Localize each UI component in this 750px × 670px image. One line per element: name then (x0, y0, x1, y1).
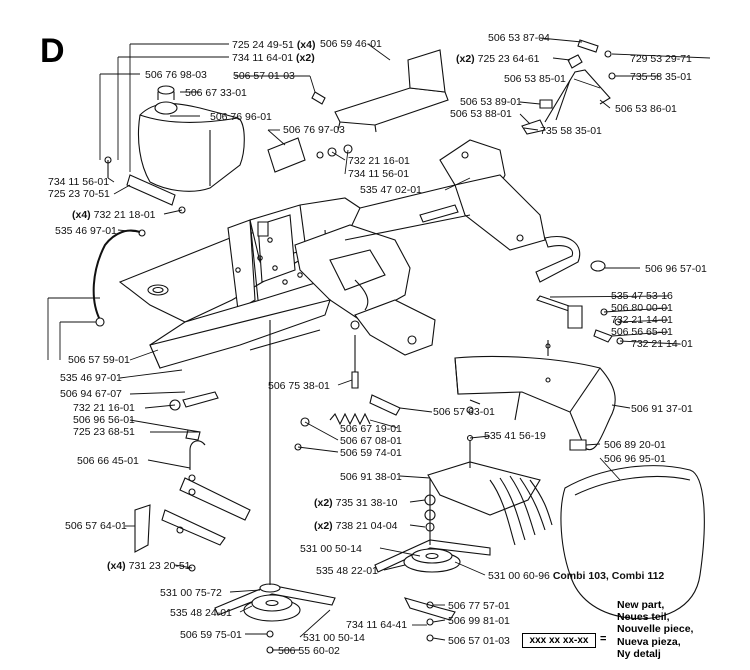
part-label: 506 59 74-01 (340, 447, 402, 459)
part-label: 506 66 45-01 (77, 455, 139, 467)
part-label: 506 56 65-01 (611, 326, 673, 338)
part-label: 535 46 97-01 (55, 225, 117, 237)
part-label: 531 00 50-14 (303, 632, 365, 644)
front-cover (455, 340, 615, 450)
part-label: 735 58 35-01 (630, 71, 692, 83)
mower-hanger (135, 392, 250, 571)
blade-assembly-center (375, 478, 490, 641)
side-cover (561, 440, 704, 619)
part-label: (x2) 735 31 38-10 (314, 497, 398, 509)
part-label: 506 67 08-01 (340, 435, 402, 447)
part-label: 506 77 57-01 (448, 600, 510, 612)
spring-linkage (295, 335, 473, 450)
part-label: (x4) 732 21 18-01 (72, 209, 156, 221)
part-label: 735 58 35-01 (540, 125, 602, 137)
part-label: 506 53 85-01 (504, 73, 566, 85)
part-label: 531 00 50-14 (300, 543, 362, 555)
part-label: 531 00 75-72 (160, 587, 222, 599)
belt-guard (428, 436, 552, 546)
part-label: 506 53 88-01 (450, 108, 512, 120)
leader-lines (48, 38, 710, 650)
legend-new-part-box: xxx xx xx-xx (522, 633, 596, 648)
part-label: 732 21 14-01 (611, 314, 673, 326)
part-label: 506 91 37-01 (631, 403, 693, 415)
part-label: 506 57 01-03 (233, 70, 295, 82)
bracket-parts-right (537, 296, 623, 344)
part-label: (x4) 731 23 20-51 (107, 560, 191, 572)
part-label: 535 48 22-01 (316, 565, 378, 577)
part-label: 732 21 16-01 (348, 155, 410, 167)
part-label: 506 57 63-01 (433, 406, 495, 418)
part-label: 732 21 16-01 (73, 402, 135, 414)
part-label: 506 67 33-01 (185, 87, 247, 99)
part-label: 734 11 56-01 (48, 176, 110, 188)
part-label: 734 11 56-01 (348, 168, 410, 180)
section-letter: D (40, 32, 65, 70)
fuel-tank (105, 86, 244, 213)
part-label: 506 76 96-01 (210, 111, 272, 123)
legend-line: Nouvelle piece, (617, 623, 694, 636)
part-label: 506 53 86-01 (615, 103, 677, 115)
part-label: 734 11 64-01 (x2) (232, 52, 315, 64)
part-label: (x2) 738 21 04-04 (314, 520, 398, 532)
legend-equals: = (600, 633, 607, 645)
part-label: 506 75 38-01 (268, 380, 330, 392)
part-label: 531 00 60-96 Combi 103, Combi 112 (488, 570, 665, 582)
part-label: 506 96 56-01 (73, 414, 135, 426)
part-label: 506 96 95-01 (604, 453, 666, 465)
part-label: 506 53 87-04 (488, 32, 550, 44)
part-label: 734 11 64-41 (346, 619, 408, 631)
part-label: 535 46 97-01 (60, 372, 122, 384)
part-label: 506 53 89-01 (460, 96, 522, 108)
part-label: 506 59 75-01 (180, 629, 242, 641)
part-label: 506 55 60-02 (278, 645, 340, 657)
legend-line: Neues teil, (617, 611, 670, 624)
legend-line: Nueva pieza, (617, 635, 681, 648)
legend-line: New part, (617, 599, 665, 611)
part-label: 535 47 02-01 (360, 184, 422, 196)
part-label: 506 94 67-07 (60, 388, 122, 400)
chassis-frame (120, 140, 605, 368)
part-label: 725 23 68-51 (73, 426, 135, 438)
part-label: 506 89 20-01 (604, 439, 666, 451)
part-label: 506 80 00-01 (611, 302, 673, 314)
part-label: 535 48 24-01 (170, 607, 232, 619)
part-label: 506 67 19-01 (340, 423, 402, 435)
part-label: 506 96 57-01 (645, 263, 707, 275)
seat-plate (312, 50, 448, 132)
blade-assembly-left (215, 320, 335, 653)
part-label: (x2) 725 23 64-61 (456, 53, 540, 65)
part-label: 725 23 70-51 (48, 188, 110, 200)
part-label: 732 21 14-01 (631, 338, 693, 350)
part-label: 506 76 97-03 (283, 124, 345, 136)
part-label: 725 24 49-51 (x4) (232, 39, 316, 51)
legend-line: Ny detalj (617, 647, 661, 660)
legend-text: New part, Neues teil, Nouvelle piece, Nu… (617, 599, 693, 660)
part-label: 506 57 64-01 (65, 520, 127, 532)
part-label: 506 99 81-01 (448, 615, 510, 627)
part-label: 535 47 53-16 (611, 290, 673, 302)
part-label: 506 91 38-01 (340, 471, 402, 483)
part-label: 506 76 98-03 (145, 69, 207, 81)
hinge-bracket (268, 138, 352, 172)
part-label: 506 57 01-03 (448, 635, 510, 647)
part-label: 535 41 56-19 (484, 430, 546, 442)
part-label: 729 53 29-71 (630, 53, 692, 65)
part-label: 506 59 46-01 (320, 38, 382, 50)
part-label: 506 57 59-01 (68, 354, 130, 366)
